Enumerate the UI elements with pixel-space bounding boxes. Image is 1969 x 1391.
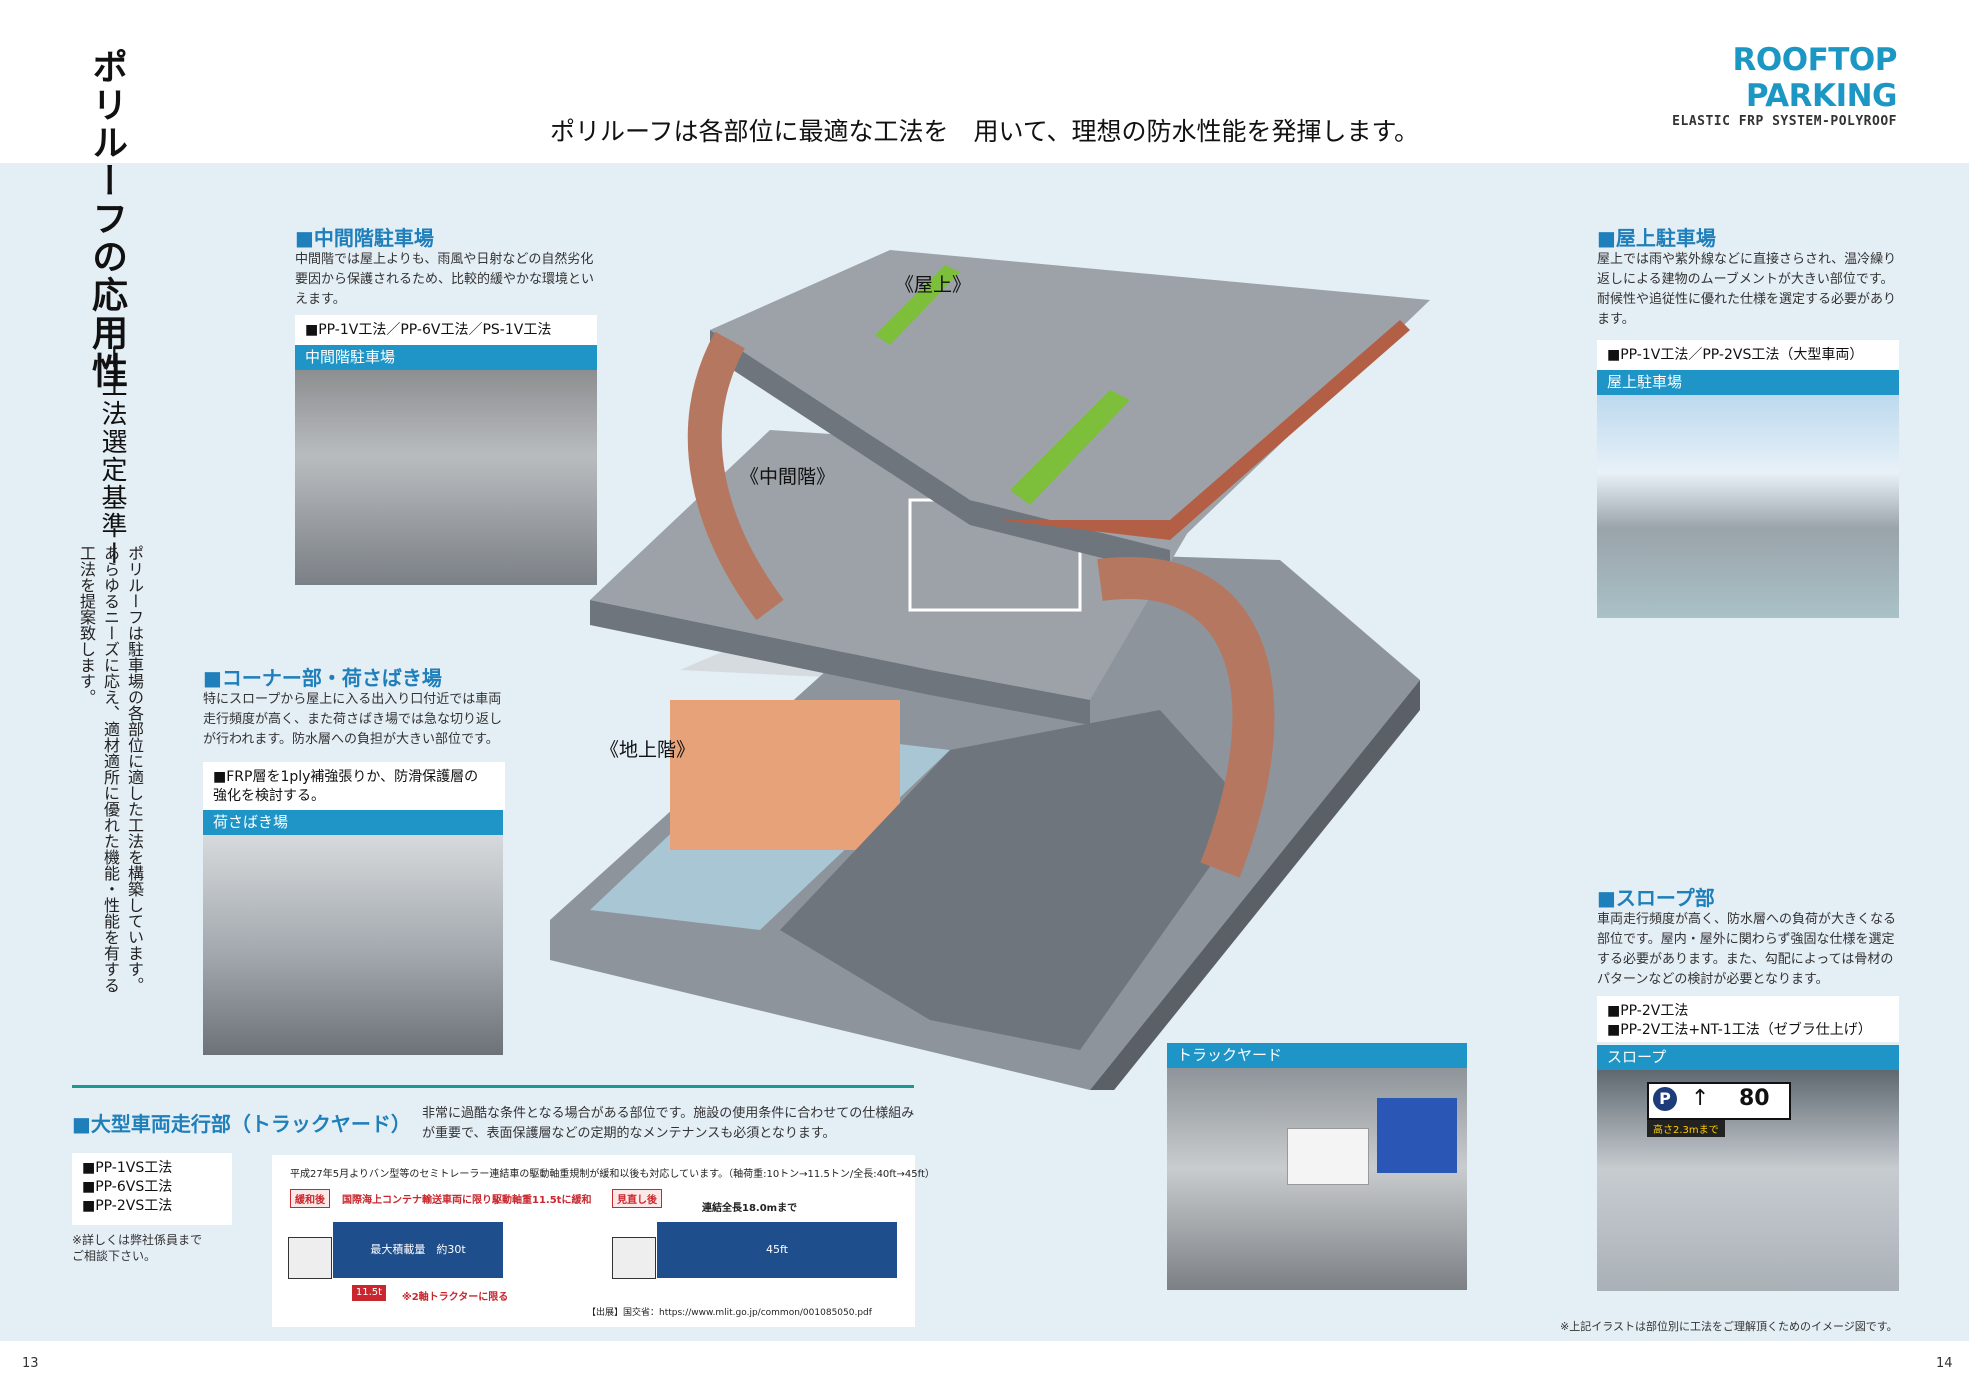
section-title-truck-yard: ■大型車両走行部（トラックヤード） [72,1112,411,1136]
spec-corner: ■FRP層を1ply補強張りか、防滑保護層の 強化を検討する。 [203,762,505,810]
level-label-middle: 《中間階》 [740,466,836,488]
headline: ポリルーフは各部位に最適な工法を 用いて、理想の防水性能を発揮します。 [549,117,1419,146]
container-right: 45ft [656,1221,898,1279]
section-title-corner: ■コーナー部・荷さばき場 [203,666,442,690]
sign-number: 80 [1739,1086,1770,1111]
photo-image-slope: P ↑ 80 高さ2.3mまで [1597,1070,1899,1291]
parking-p-icon: P [1653,1087,1677,1111]
contact-note: ※詳しくは弊社係員まで ご相談下さい。 [72,1233,215,1263]
page-subtitle: ー工法選定基準ー [97,344,127,568]
intro-text: ポリルーフは駐車場の各部位に適した工法を構築しています。あらゆるニーズに応え、適… [77,545,144,993]
section-title-slope: ■スロープ部 [1597,886,1715,910]
spec-truck-yard-line-3: ■PP-2VS工法 [82,1198,173,1214]
container-left: 最大積載量 約30t [332,1221,504,1279]
blue-shutter [1377,1098,1457,1173]
tractor-right [612,1237,656,1279]
brand-block: ROOFTOP PARKING ELASTIC FRP SYSTEM-POLYR… [1597,42,1897,129]
level-label-roof: 《屋上》 [895,274,972,296]
after-relaxation-text: 国際海上コンテナ輸送車両に限り駆動軸重11.5tに緩和 [342,1195,592,1206]
length-limit-text: 連結全長18.0mまで [702,1203,798,1214]
slope-clearance-sign: 高さ2.3mまで [1647,1120,1725,1137]
truck-shape [1287,1128,1369,1185]
spec-slope: ■PP-2V工法 ■PP-2V工法+NT-1工法（ゼブラ仕上げ） [1597,996,1899,1042]
section-desc-middle-floor: 中間階では屋上よりも、雨風や日射などの自然劣化要因から保護されるため、比較的緩や… [295,252,595,307]
photo-image-roof [1597,395,1899,618]
arrow-up-icon: ↑ [1691,1086,1710,1111]
regulation-source: 【出展】国交省：https://www.mlit.go.jp/common/00… [587,1308,872,1318]
photo-truck-yard: トラックヤード [1167,1043,1467,1290]
tractor-left [288,1237,332,1279]
photo-slope: スロープ P ↑ 80 高さ2.3mまで [1597,1045,1899,1291]
tractor-note: ※2軸トラクターに限る [402,1292,509,1303]
section-title-middle-floor: ■中間階駐車場 [295,226,434,250]
section-title-roof: ■屋上駐車場 [1597,226,1716,250]
page-number-left: 13 [22,1356,39,1371]
spec-truck-yard: ■PP-1VS工法 ■PP-6VS工法 ■PP-2VS工法 [72,1153,232,1225]
brand-subtitle: ELASTIC FRP SYSTEM-POLYROOF [1672,114,1897,129]
photo-loading-area: 荷さばき場 [203,810,503,1055]
spec-truck-yard-line-2: ■PP-6VS工法 [82,1179,173,1195]
spec-middle-floor: ■PP-1V工法／PP-6V工法／PS-1V工法 [295,315,597,345]
section-desc-roof: 屋上では雨や紫外線などに直接さらされ、温冷繰り返しによる建物のムーブメントが大き… [1597,252,1897,327]
spec-roof: ■PP-1V工法／PP-2VS工法（大型車両） [1597,340,1899,370]
parking-illustration [550,250,1430,1090]
weight-arrow: 11.5t [352,1285,386,1301]
photo-caption-roof: 屋上駐車場 [1597,370,1899,395]
photo-image-middle-floor [295,370,597,585]
section-desc-corner: 特にスロープから屋上に入る出入り口付近では車両走行頻度が高く、また荷さばき場では… [203,692,503,747]
spec-slope-line-2: ■PP-2V工法+NT-1工法（ゼブラ仕上げ） [1607,1022,1872,1038]
regulation-heading: 平成27年5月よりバン型等のセミトレーラー連結車の駆動軸重規制が緩和以後も対応し… [290,1169,935,1180]
slope-sign: P ↑ 80 [1647,1082,1791,1120]
page-title: ポリルーフの応用性 [86,48,127,390]
slope-ramp [1097,557,1275,878]
illustration-note: ※上記イラストは部位別に工法をご理解頂くためのイメージ図です。 [1560,1320,1898,1333]
photo-middle-floor: 中間階駐車場 [295,345,597,585]
review-tag: 見直し後 [612,1189,662,1208]
section-desc-truck-yard: 非常に過酷な条件となる場合がある部位です。施設の使用条件に合わせての仕様組みが重… [422,1106,915,1141]
photo-caption-truck-yard: トラックヤード [1167,1043,1467,1068]
level-label-ground: 《地上階》 [600,739,696,761]
photo-image-truck-yard [1167,1068,1467,1290]
photo-caption-slope: スロープ [1597,1045,1899,1070]
spec-slope-line-1: ■PP-2V工法 [1607,1003,1689,1019]
photo-image-loading-area [203,835,503,1055]
photo-caption-middle-floor: 中間階駐車場 [295,345,597,370]
section-desc-slope: 車両走行頻度が高く、防水層への負荷が大きくなる部位です。屋内・屋外に関わらず強固… [1597,912,1897,987]
regulation-box: 平成27年5月よりバン型等のセミトレーラー連結車の駆動軸重規制が緩和以後も対応し… [272,1155,935,1327]
brand-title: ROOFTOP PARKING [1732,42,1898,114]
section-divider [72,1085,914,1088]
spec-truck-yard-line-1: ■PP-1VS工法 [82,1160,173,1176]
page-number-right: 14 [1936,1356,1953,1371]
photo-roof: 屋上駐車場 [1597,370,1899,618]
photo-caption-loading-area: 荷さばき場 [203,810,503,835]
roof-floor [710,250,1430,575]
after-relaxation-tag: 緩和後 [290,1189,330,1208]
